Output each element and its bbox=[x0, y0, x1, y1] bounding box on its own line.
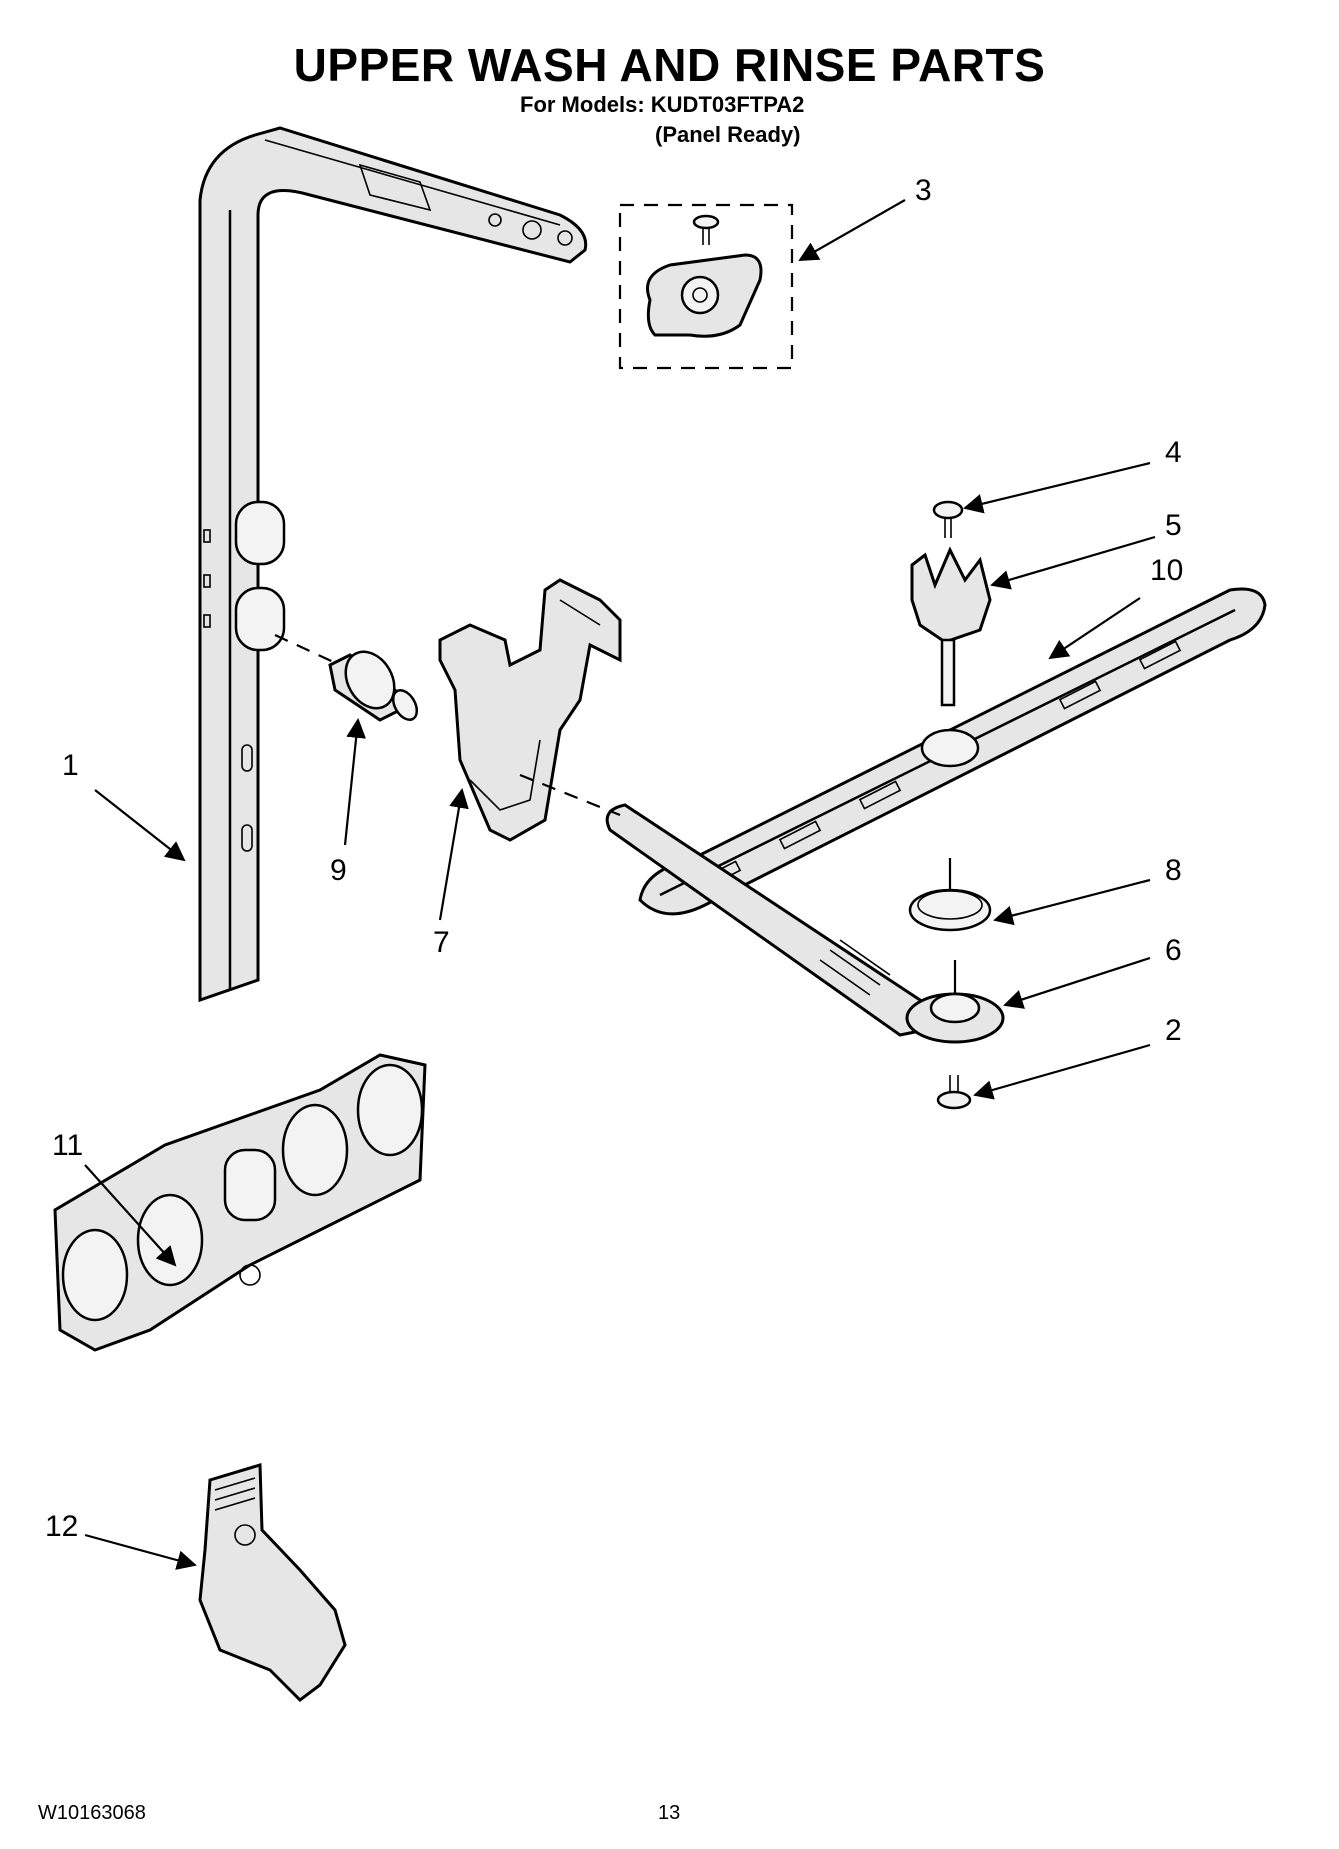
callout-2: 2 bbox=[1165, 1014, 1182, 1047]
part-8-seal bbox=[908, 858, 992, 932]
part-1-supply-tube bbox=[198, 126, 588, 1003]
part-3-clip-assembly bbox=[618, 203, 794, 370]
callout-1: 1 bbox=[62, 749, 79, 782]
part-9-nozzle bbox=[328, 650, 419, 722]
callout-8: 8 bbox=[1165, 854, 1182, 887]
part-2-screw bbox=[936, 1075, 972, 1110]
part-5-bearing bbox=[910, 546, 992, 707]
part-12-coupler bbox=[198, 1463, 347, 1702]
page-title: UPPER WASH AND RINSE PARTS bbox=[293, 39, 1046, 91]
document-number: W10163068 bbox=[38, 1802, 146, 1824]
callout-3: 3 bbox=[915, 174, 932, 207]
models-line: For Models: KUDT03FTPA2 bbox=[520, 92, 805, 117]
callout-12: 12 bbox=[45, 1510, 78, 1543]
part-11-spray-manifold bbox=[53, 1053, 427, 1352]
callout-4: 4 bbox=[1165, 436, 1182, 469]
part-6-hub bbox=[905, 960, 1005, 1044]
page-number: 13 bbox=[658, 1802, 681, 1824]
callout-11: 11 bbox=[52, 1129, 83, 1162]
variant-line: (Panel Ready) bbox=[655, 122, 801, 147]
part-4-screw bbox=[932, 500, 964, 538]
leader-lines bbox=[84, 199, 1156, 1570]
callout-10: 10 bbox=[1150, 554, 1183, 587]
callout-6: 6 bbox=[1165, 934, 1182, 967]
callout-7: 7 bbox=[433, 926, 450, 959]
callout-5: 5 bbox=[1165, 509, 1182, 542]
callout-9: 9 bbox=[330, 854, 347, 887]
part-7-bracket bbox=[438, 578, 622, 842]
assembly-axis bbox=[274, 634, 621, 817]
